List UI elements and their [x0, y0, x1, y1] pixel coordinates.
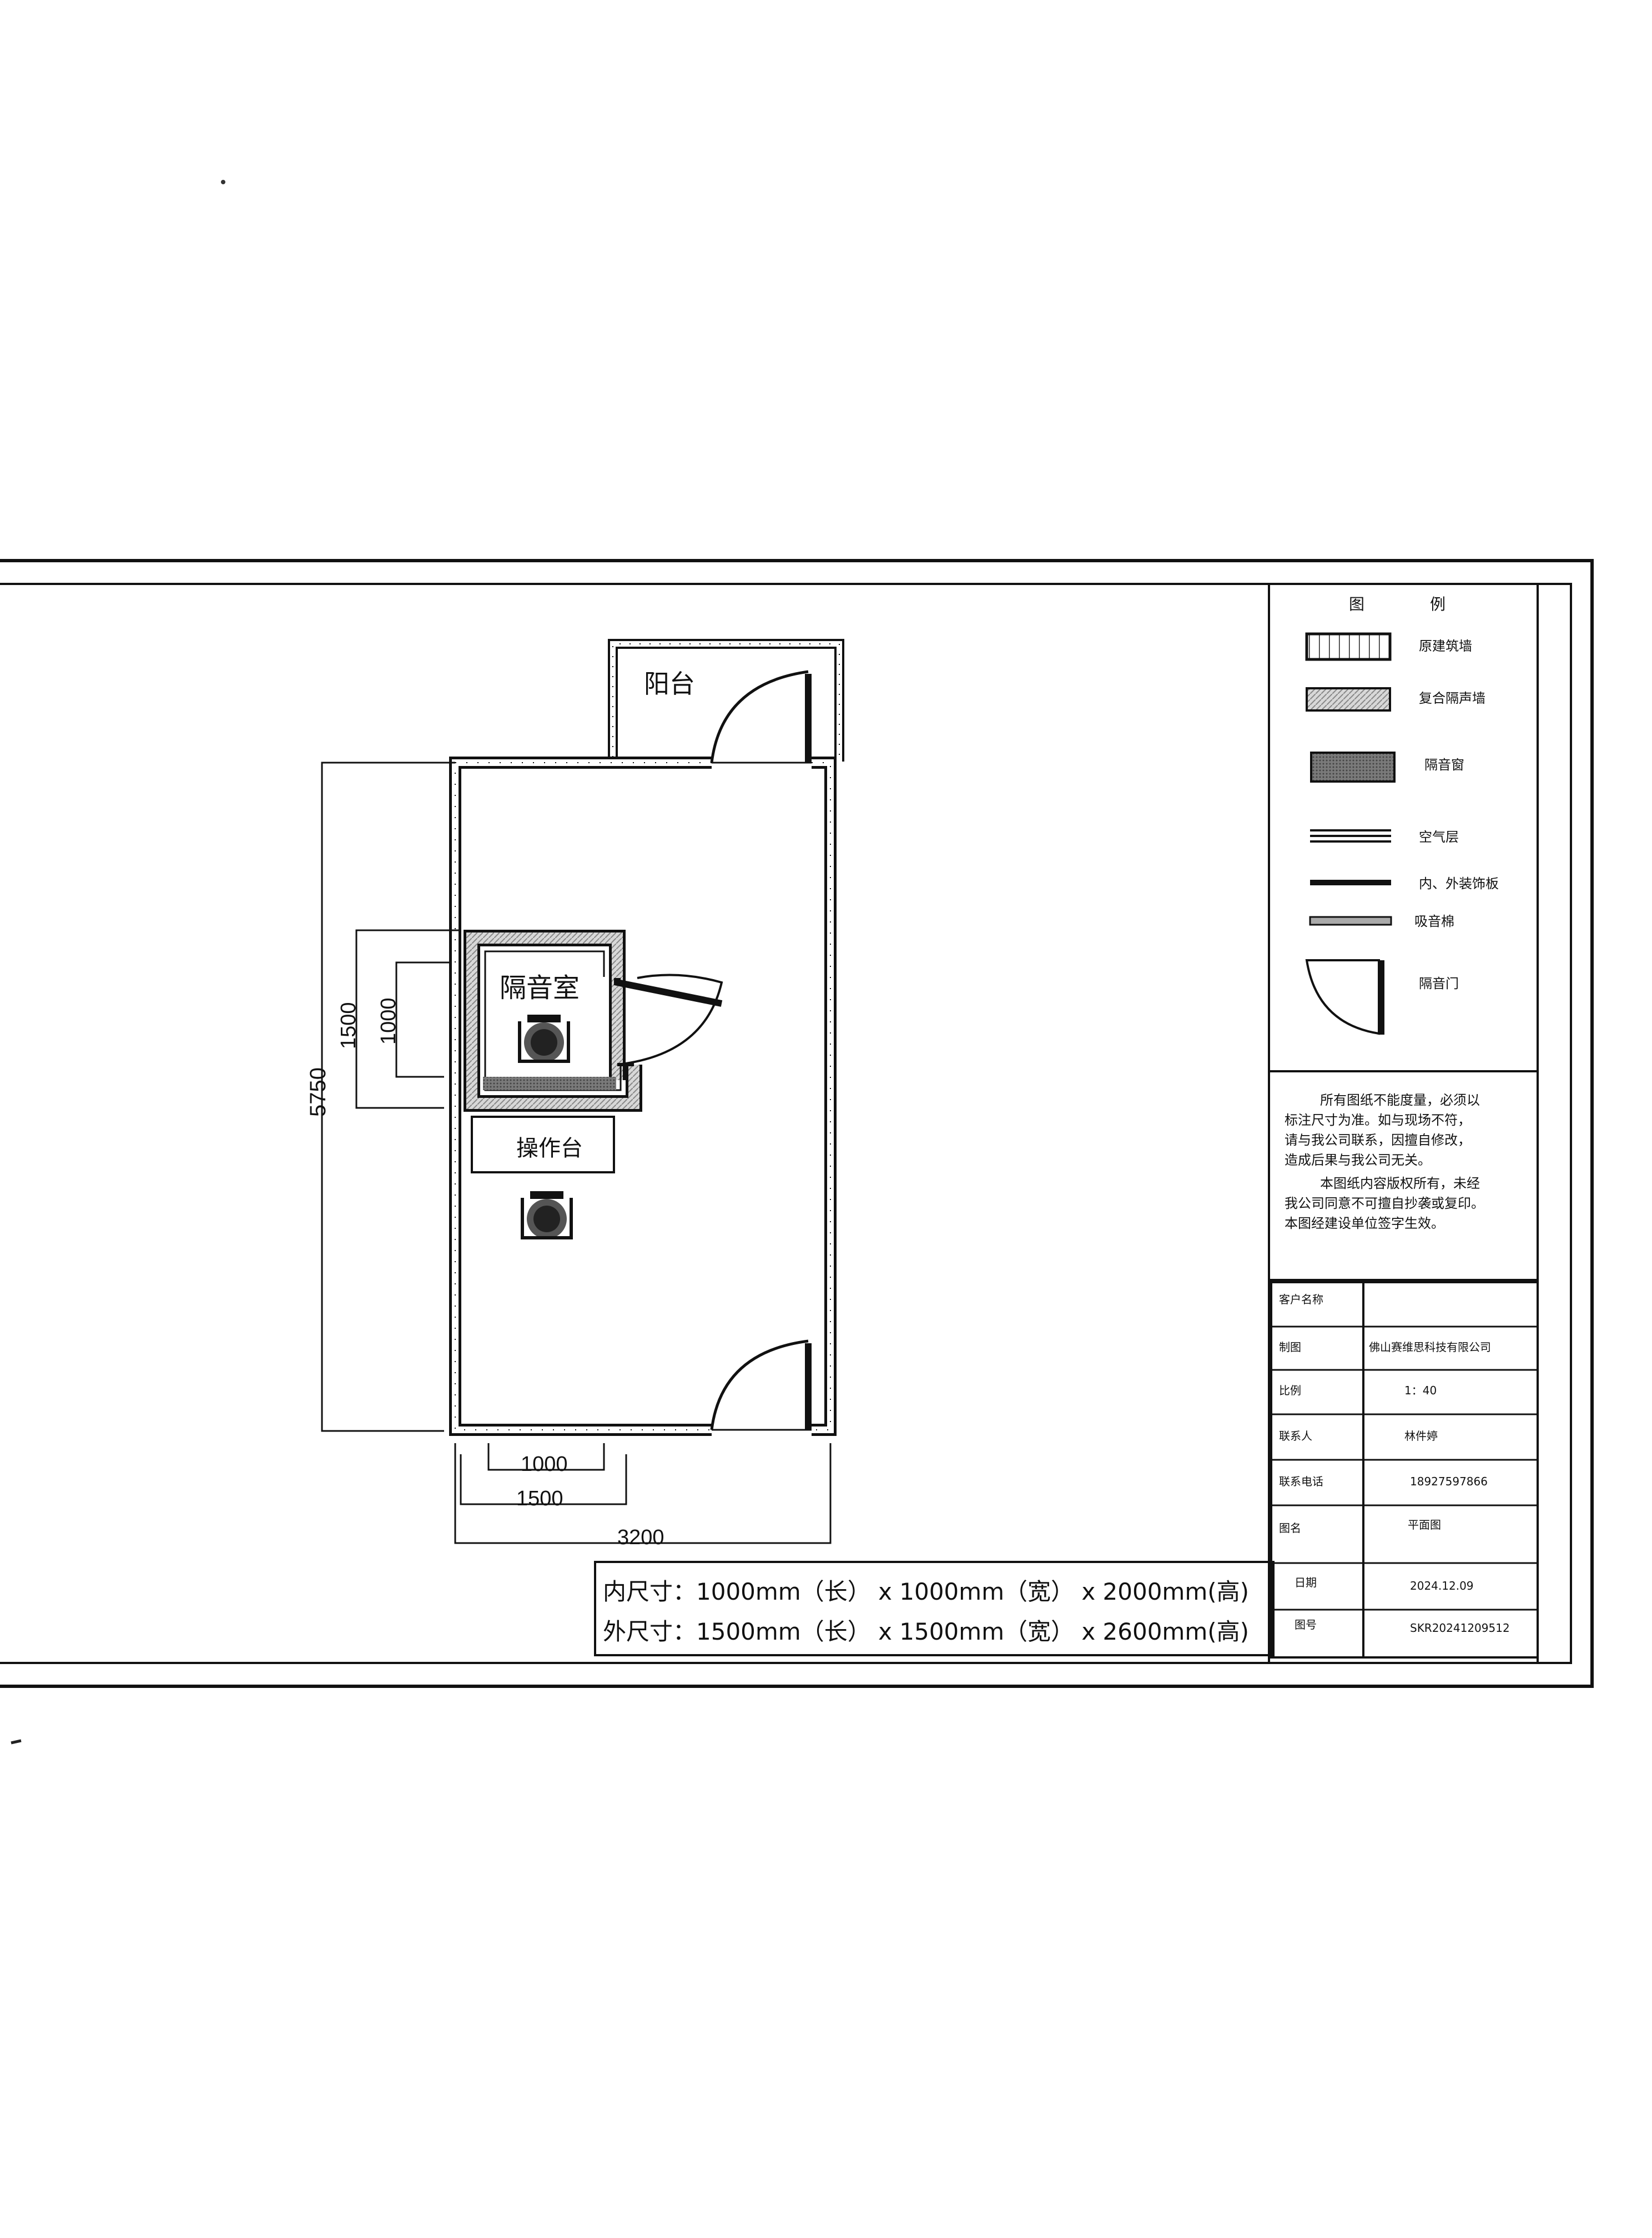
- scan-speck: [11, 1739, 22, 1745]
- title-row-value: 18927597866: [1410, 1475, 1488, 1488]
- note-line: 造成后果与我公司无关。: [1285, 1152, 1431, 1168]
- legend-label: 隔音门: [1419, 976, 1459, 991]
- note-line: 本图纸内容版权所有，未经: [1320, 1176, 1480, 1191]
- legend-title: 例: [1430, 595, 1445, 613]
- note-line: 我公司同意不可擅自抄袭或复印。: [1285, 1196, 1484, 1211]
- booth-door[interactable]: [614, 974, 723, 1066]
- title-row-label: 比例: [1279, 1384, 1301, 1397]
- spec-outer-size: 外尺寸：1500mm（长） x 1500mm（宽） x 2600mm(高): [603, 1618, 1249, 1645]
- title-row-label: 联系人: [1279, 1429, 1312, 1443]
- cotton-line-icon: [1309, 916, 1392, 926]
- legend-label: 吸音棉: [1414, 914, 1454, 929]
- note-line: 本图经建设单位签字生效。: [1285, 1216, 1444, 1231]
- room-door-top[interactable]: [710, 670, 812, 763]
- soundproof-booth: [464, 930, 642, 1112]
- room-wall: [449, 757, 837, 1436]
- window-icon: [1310, 752, 1396, 783]
- door-swing-icon: [1305, 959, 1384, 1035]
- title-row-label: 联系电话: [1279, 1475, 1323, 1488]
- legend-label: 内、外装饰板: [1419, 876, 1499, 891]
- title-row-label: 日期: [1295, 1576, 1317, 1589]
- legend-label: 隔音窗: [1424, 757, 1464, 773]
- title-row-value: 平面图: [1408, 1518, 1441, 1531]
- title-row-label: 图名: [1279, 1521, 1301, 1535]
- console-desk: [471, 1116, 615, 1173]
- dim-overall-depth: 5750: [306, 1067, 330, 1117]
- title-row-value: 林件婷: [1404, 1429, 1438, 1443]
- scan-speck: [221, 180, 225, 184]
- dim-inner-depth: 1000: [377, 997, 400, 1045]
- legend-label: 原建筑墙: [1419, 638, 1472, 654]
- note-line: 请与我公司联系，因擅自修改，: [1285, 1132, 1471, 1148]
- dim-outer-depth: 1500: [337, 1002, 360, 1049]
- legend-title: 图: [1349, 595, 1364, 613]
- dim-room-width: 3200: [617, 1526, 664, 1549]
- title-row-value: SKR20241209512: [1410, 1621, 1510, 1635]
- air-layer-icon: [1310, 829, 1391, 843]
- note-line: 标注尺寸为准。如与现场不符，: [1285, 1112, 1471, 1128]
- legend: 图 例 原建筑墙 复合隔声墙 隔音窗 空气层 内、外装饰板 吸音棉: [1305, 595, 1499, 1035]
- notes: 所有图纸不能度量，必须以 标注尺寸为准。如与现场不符， 请与我公司联系，因擅自修…: [1285, 1092, 1484, 1231]
- spec-box: 内尺寸：1000mm（长） x 1000mm（宽） x 2000mm(高) 外尺…: [594, 1561, 1275, 1656]
- legend-label: 空气层: [1419, 829, 1459, 845]
- room-door-bottom[interactable]: [710, 1339, 812, 1430]
- title-row-label: 制图: [1279, 1340, 1301, 1354]
- dimension-lines: [321, 762, 832, 1544]
- brick-wall-icon: [1305, 632, 1392, 661]
- note-line: 所有图纸不能度量，必须以: [1320, 1092, 1480, 1108]
- legend-label: 复合隔声墙: [1419, 690, 1485, 706]
- title-row-value: 佛山赛维思科技有限公司: [1369, 1340, 1491, 1354]
- dim-outer-width: 1500: [516, 1487, 563, 1510]
- chair-icon: [518, 1015, 570, 1063]
- floor-plan: 隔音室 操作台 阳台 5750 1500: [306, 639, 844, 1549]
- title-row-label: 图号: [1295, 1618, 1317, 1631]
- booth-label: 隔音室: [500, 972, 580, 1004]
- title-row-label: 客户名称: [1279, 1293, 1323, 1306]
- dim-inner-width: 1000: [521, 1453, 568, 1476]
- balcony-label: 阳台: [644, 669, 695, 699]
- title-row-value: 1：40: [1404, 1384, 1437, 1397]
- title-row-value: 2024.12.09: [1410, 1579, 1474, 1592]
- balcony-wall: [608, 639, 844, 762]
- side-panel: [1268, 583, 1539, 1664]
- composite-wall-icon: [1306, 687, 1391, 712]
- title-block: 客户名称 制图 佛山赛维思科技有限公司 比例 1：40 联系人 林件婷 联系电话…: [1270, 1281, 1539, 1659]
- chair-icon: [521, 1191, 573, 1239]
- console-label: 操作台: [516, 1136, 583, 1161]
- drawing-frame: [0, 559, 1594, 1688]
- spec-inner-size: 内尺寸：1000mm（长） x 1000mm（宽） x 2000mm(高): [603, 1578, 1249, 1605]
